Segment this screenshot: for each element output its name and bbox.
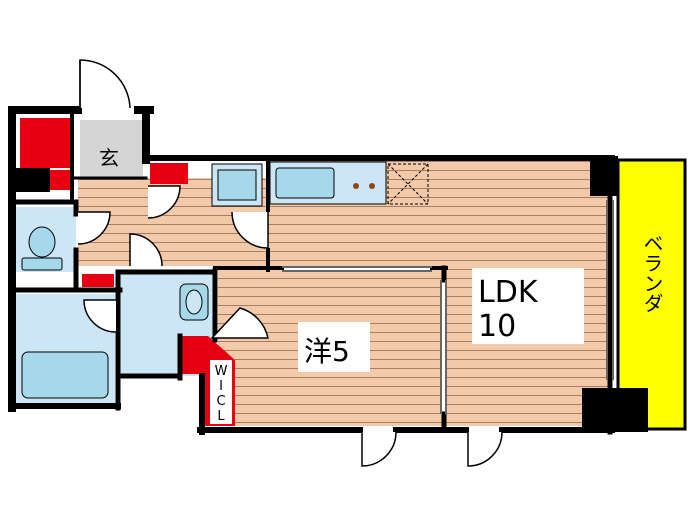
ldk-label-box	[472, 268, 584, 344]
storage-shoe-2	[48, 118, 70, 168]
balcony-label: ベランダ	[640, 233, 664, 313]
western-room-label: 洋5	[304, 335, 350, 368]
fridge-space-icon	[211, 163, 263, 207]
stove-icon	[353, 183, 375, 189]
toilet-door[interactable]	[77, 211, 111, 245]
pillar-bottom-right	[582, 388, 648, 432]
balcony	[616, 158, 687, 431]
entrance-floor	[80, 120, 143, 178]
ldk-label: LDK	[478, 275, 539, 310]
wicl-char: L	[217, 409, 225, 424]
storage-lower	[48, 170, 70, 190]
storage-hall	[150, 163, 188, 184]
hall-door-upper[interactable]	[147, 185, 181, 219]
bathtub-icon	[21, 351, 109, 399]
bottom-door-right[interactable]	[467, 431, 503, 467]
ldk-size-label: 10	[478, 309, 516, 344]
washbasin-icon	[179, 283, 209, 321]
wicl-char: W	[215, 364, 228, 379]
washroom-door[interactable]	[129, 233, 163, 267]
ldk-door[interactable]	[231, 211, 269, 249]
storage-small	[82, 274, 114, 287]
storage-shoe	[20, 118, 48, 168]
wicl-char: C	[216, 394, 225, 409]
kitchen-sink-icon	[275, 167, 335, 199]
pillar-left	[12, 168, 50, 192]
entrance-door[interactable]	[79, 59, 131, 109]
wic-door[interactable]	[210, 307, 269, 339]
bottom-door-left[interactable]	[361, 431, 397, 467]
genkan-label: 玄	[99, 146, 119, 170]
western-room-label-box	[298, 322, 370, 372]
wicl-char: I	[219, 379, 223, 394]
refrigerator-space	[387, 163, 429, 205]
pillar-top-right	[590, 156, 618, 196]
bathroom-door[interactable]	[83, 299, 117, 333]
wicl-label-box	[210, 360, 232, 424]
toilet-icon	[21, 226, 63, 271]
